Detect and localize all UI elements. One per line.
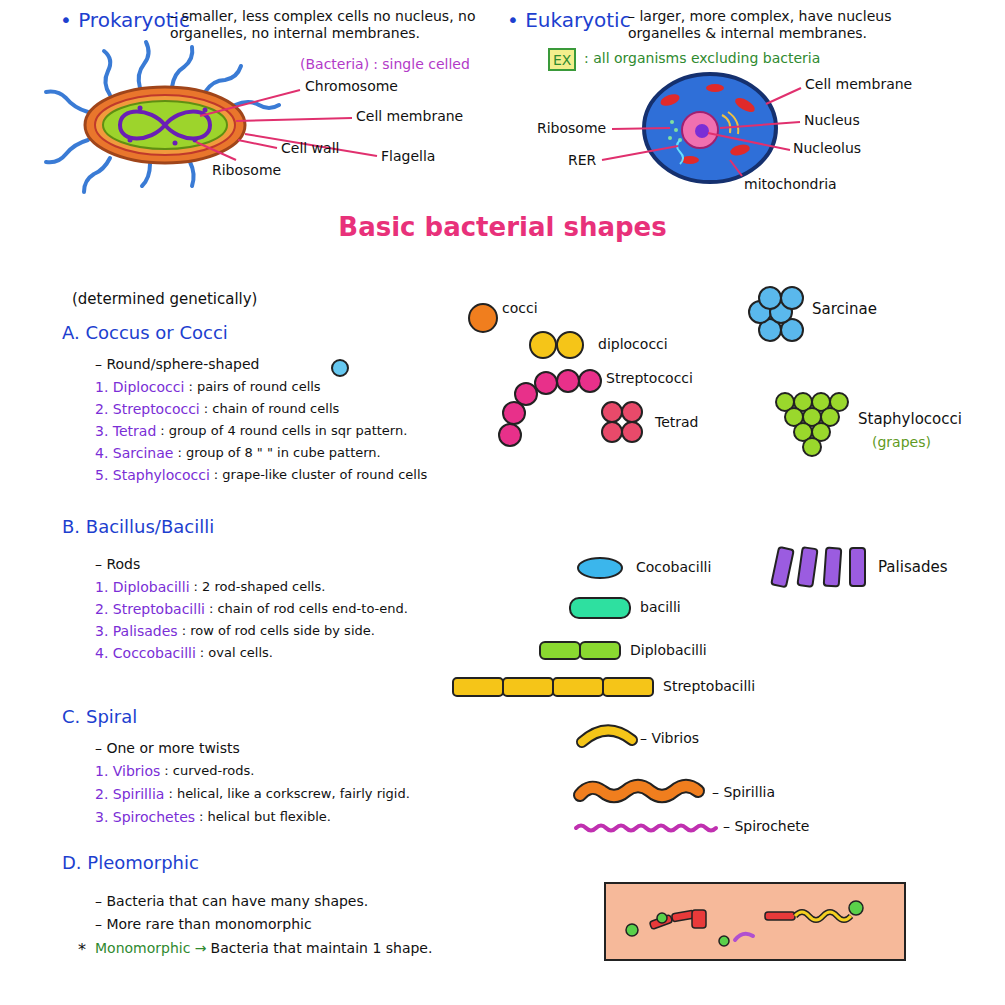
term-label: 1. Diplococci xyxy=(95,379,184,396)
note-text: – Vibrios xyxy=(640,730,699,747)
cell-membrane xyxy=(95,95,235,155)
cocci-shapes xyxy=(332,287,848,456)
term-label: 1. Diplobacilli xyxy=(95,579,190,596)
mitochondria xyxy=(659,84,757,164)
note-text: (Bacteria) xyxy=(300,56,369,73)
ribosomes xyxy=(128,106,208,146)
note-text: : helical, like a corkscrew, fairly rigi… xyxy=(168,786,409,802)
cytoplasm xyxy=(103,101,227,149)
note-text: – Bacteria that can have many shapes. xyxy=(95,893,368,910)
note-text: Cell wall xyxy=(281,140,339,157)
note-text: Streptococci xyxy=(606,370,693,387)
note-text: : row of rod cells side by side. xyxy=(182,623,375,639)
note-text: cocci xyxy=(502,300,538,317)
note-text: Flagella xyxy=(381,148,435,165)
note-text: Palisades xyxy=(878,558,947,576)
term-label: 2. Streptobacilli xyxy=(95,601,205,618)
cell-wall xyxy=(85,87,245,163)
note-text: : 2 rod-shaped cells. xyxy=(194,579,326,595)
term-label: 2. Spirillia xyxy=(95,786,164,803)
note-text: – Rods xyxy=(95,556,140,573)
note-text: Nucleus xyxy=(804,112,860,129)
note-text: Sarcinae xyxy=(812,300,877,318)
note-text: – larger, more complex, have nucleus org… xyxy=(628,8,968,42)
note-text: – Spirillia xyxy=(712,784,775,801)
note-text: diplococci xyxy=(598,336,668,353)
note-text: bacilli xyxy=(640,599,681,616)
term-label: 3. Spirochetes xyxy=(95,809,195,826)
pleomorphic-sample xyxy=(605,883,905,960)
note-text: Cell membrane xyxy=(356,108,463,125)
note-text: (grapes) xyxy=(872,434,931,451)
note-text: Nucleolus xyxy=(793,140,861,157)
note-text: Bacteria that maintain 1 shape. xyxy=(211,940,433,957)
node-text: EX xyxy=(553,52,571,68)
section-heading: A. Coccus or Cocci xyxy=(62,322,228,344)
term-label: 5. Staphylococci xyxy=(95,467,210,484)
note-text: : oval cells. xyxy=(200,645,273,661)
bacilli-shapes xyxy=(453,547,865,696)
section-heading: • Eukaryotic xyxy=(507,8,631,32)
leader-lines xyxy=(602,88,801,176)
note-text: Monomorphic → xyxy=(95,940,207,957)
section-heading: D. Pleomorphic xyxy=(62,852,199,874)
note-text: : curved-rods. xyxy=(164,763,254,779)
note-text: – smaller, less complex cells no nucleus… xyxy=(170,8,500,42)
term-label: 4. Sarcinae xyxy=(95,445,173,462)
note-text: – More rare than monomorphic xyxy=(95,916,312,933)
note-text: : single celled xyxy=(373,56,470,73)
note-text: Streptobacilli xyxy=(663,678,755,695)
note-text: : group of 8 " " in cube pattern. xyxy=(177,445,380,461)
note-text: – Round/sphere-shaped xyxy=(95,356,259,373)
term-label: 3. Tetrad xyxy=(95,423,156,440)
page-title: Basic bacterial shapes xyxy=(0,212,1005,242)
note-text: : chain of round cells xyxy=(204,401,340,417)
note-text: : all organisms excluding bacteria xyxy=(584,50,820,67)
section-heading: B. Bacillus/Bacilli xyxy=(62,516,214,538)
note-text: : group of 4 round cells in sqr pattern. xyxy=(160,423,407,439)
note-text: – Spirochete xyxy=(723,818,809,835)
note-text: Tetrad xyxy=(655,414,699,431)
ribosomes xyxy=(668,120,682,142)
spiral-shapes xyxy=(576,730,716,830)
example-box: EX xyxy=(548,48,576,71)
note-text: : grape-like cluster of round cells xyxy=(214,467,427,483)
note-text: : chain of rod cells end-to-end. xyxy=(209,601,408,617)
note-text: : pairs of round cells xyxy=(188,379,320,395)
note-text: Cocobacilli xyxy=(636,559,711,576)
term-label: 1. Vibrios xyxy=(95,763,160,780)
term-label: 3. Palisades xyxy=(95,623,178,640)
note-text: Ribosome xyxy=(537,120,606,137)
note-text: * xyxy=(78,940,86,959)
note-text: (determined genetically) xyxy=(72,290,257,308)
note-text: Chromosome xyxy=(305,78,398,95)
note-text: Staphylococci xyxy=(858,410,962,428)
note-text: Diplobacilli xyxy=(630,642,707,659)
note-text: : helical but flexible. xyxy=(199,809,331,825)
nucleus xyxy=(682,112,718,148)
leader-lines xyxy=(196,90,377,160)
term-label: 2. Streptococci xyxy=(95,401,200,418)
note-text: mitochondria xyxy=(744,176,837,193)
note-text: Ribosome xyxy=(212,162,281,179)
nucleolus xyxy=(695,124,709,138)
note-text: – One or more twists xyxy=(95,740,240,757)
section-heading: C. Spiral xyxy=(62,706,137,728)
term-label: 4. Coccobacilli xyxy=(95,645,196,662)
note-text: Cell membrane xyxy=(805,76,912,93)
note-text: RER xyxy=(568,152,596,169)
chromosome xyxy=(120,112,210,139)
